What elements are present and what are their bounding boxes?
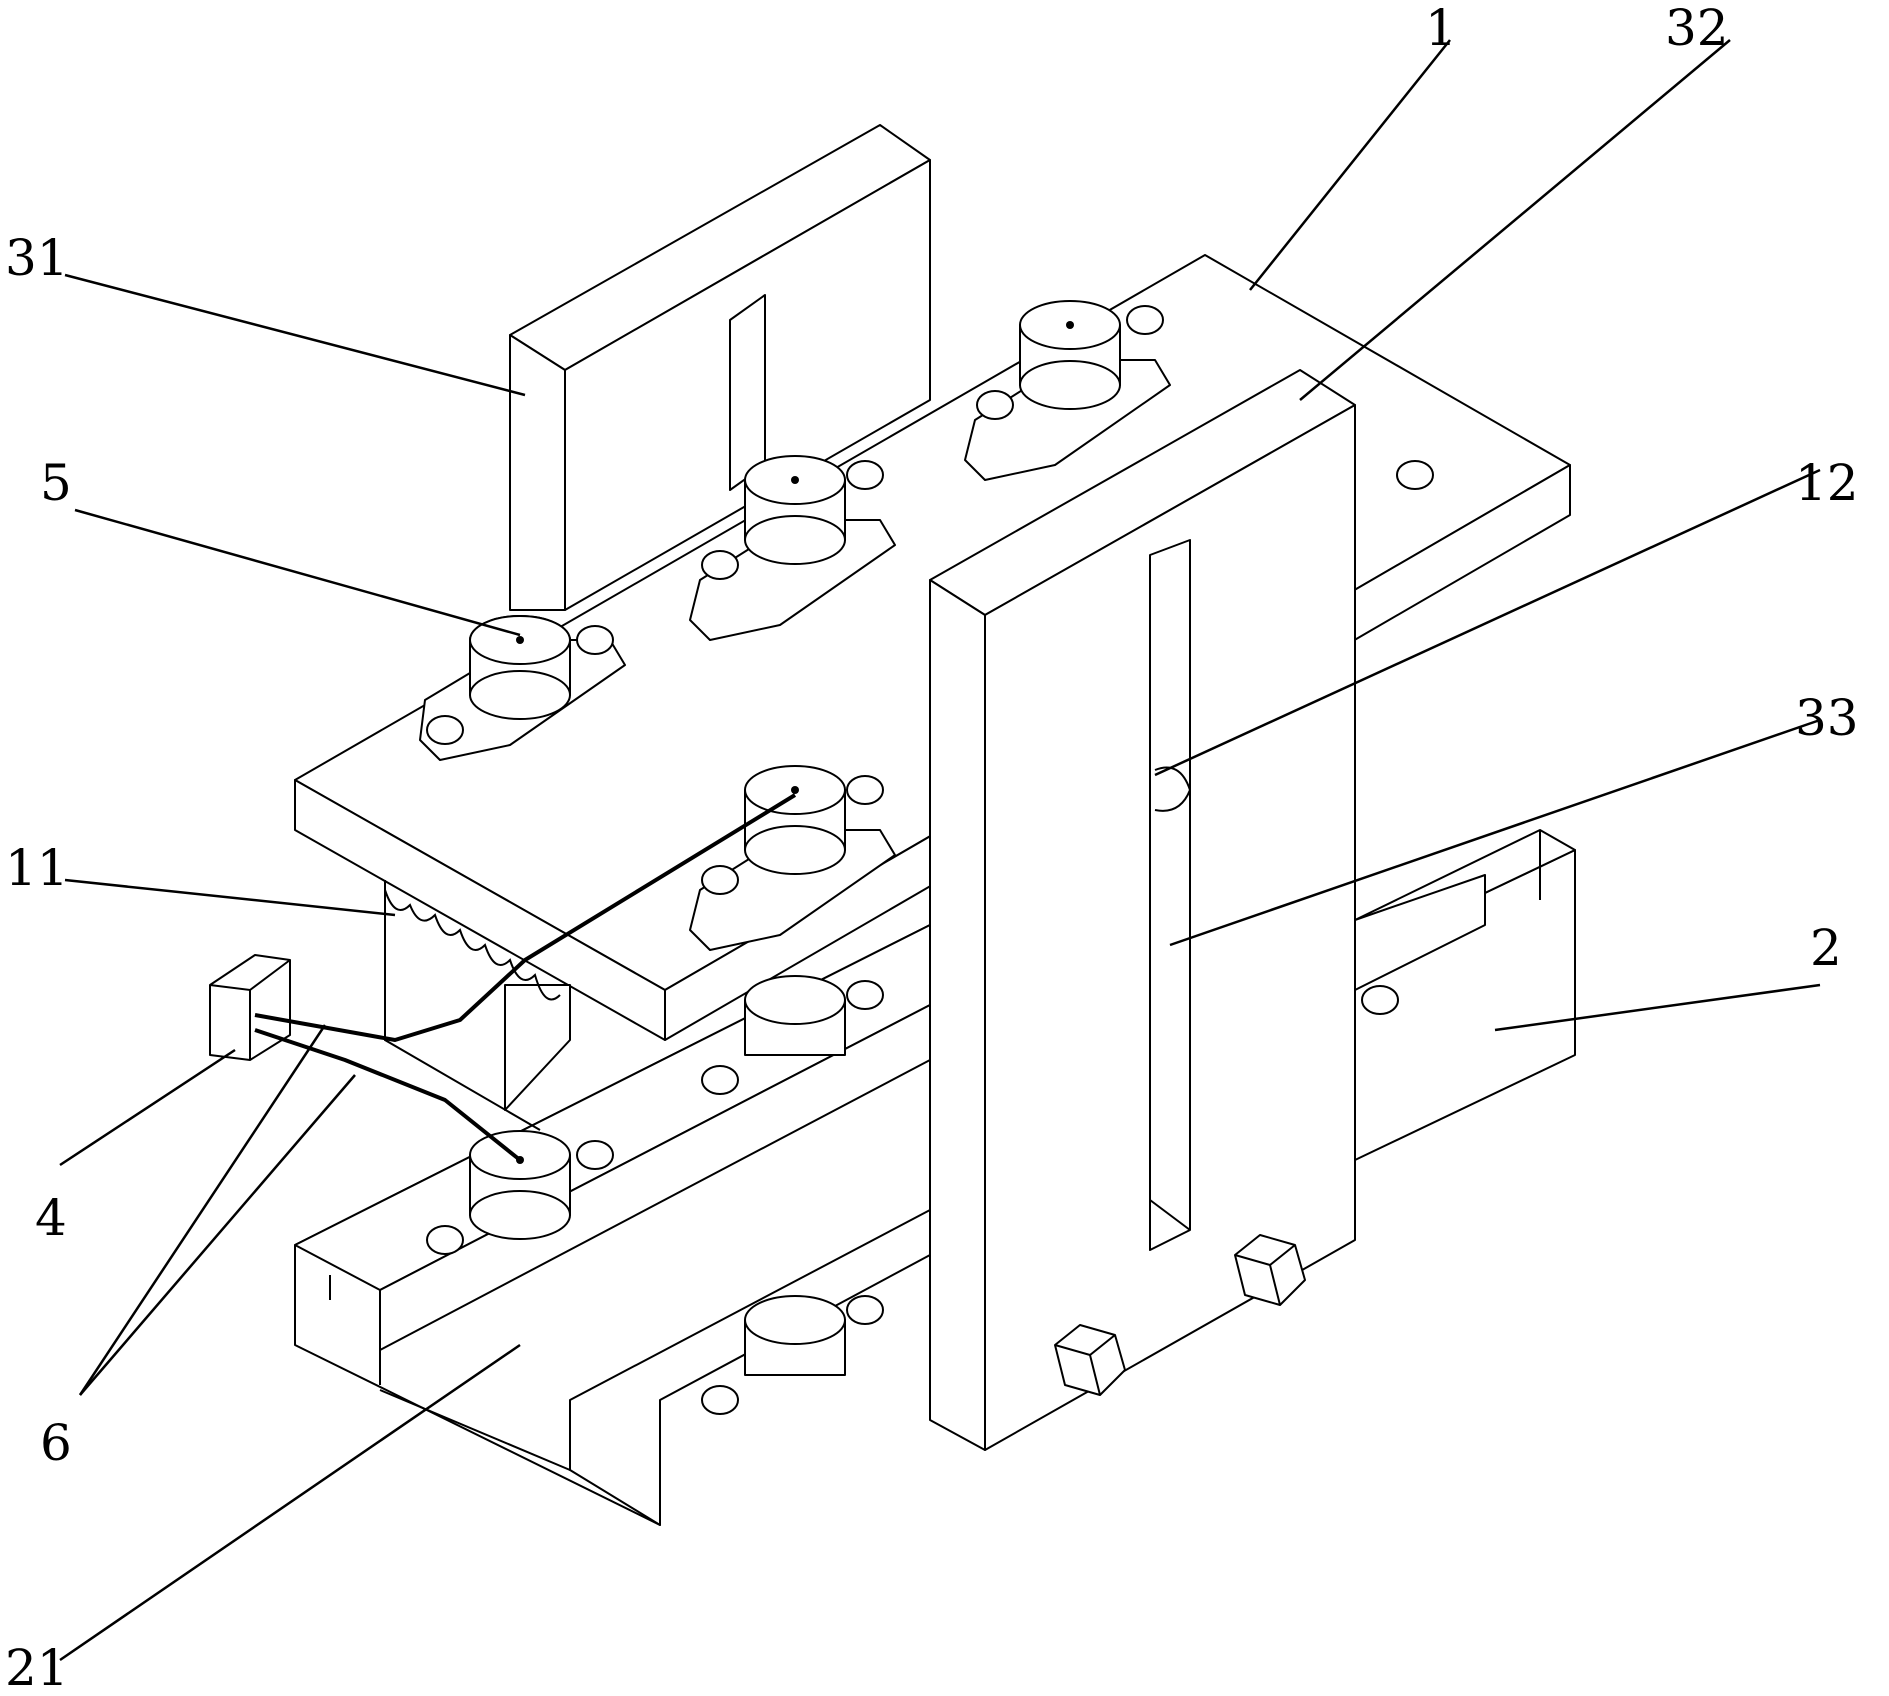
- sensor-wires: [254, 793, 797, 1162]
- roller-assembly-mid: [689, 765, 896, 951]
- label-31: 31: [5, 229, 69, 287]
- controller-box: [209, 954, 291, 1061]
- hex-bolt-front: [1054, 1324, 1126, 1396]
- rear-vertical-plate: [509, 124, 931, 611]
- label-1: 1: [1425, 0, 1457, 57]
- rear-rail-channel: [1354, 829, 1576, 1161]
- roller-assembly-rear-right: [1396, 460, 1434, 490]
- hex-bolts: [1054, 1234, 1306, 1396]
- leader-lines: [59, 39, 1821, 1662]
- rack: [384, 889, 561, 1001]
- label-2: 2: [1810, 919, 1842, 977]
- roller-assembly-upper-mid: [689, 455, 896, 641]
- front-vertical-plate: [929, 369, 1356, 1451]
- roller-assembly-upper-right: [964, 300, 1171, 481]
- roller-group: [419, 300, 1434, 1415]
- label-5: 5: [40, 454, 72, 512]
- label-33: 33: [1795, 689, 1859, 747]
- reference-labels: 1 32 31 5 12 33 11 2 4 6 21: [5, 0, 1859, 1696]
- roller-assembly-5: [419, 615, 626, 761]
- label-21: 21: [5, 1639, 69, 1691]
- label-12: 12: [1795, 454, 1859, 512]
- label-11: 11: [5, 839, 69, 897]
- hex-bolt-rear: [1234, 1234, 1306, 1306]
- label-4: 4: [35, 1189, 67, 1247]
- label-6: 6: [40, 1414, 72, 1472]
- label-32: 32: [1665, 0, 1729, 57]
- roller-assembly-lower-channel: [426, 975, 1399, 1415]
